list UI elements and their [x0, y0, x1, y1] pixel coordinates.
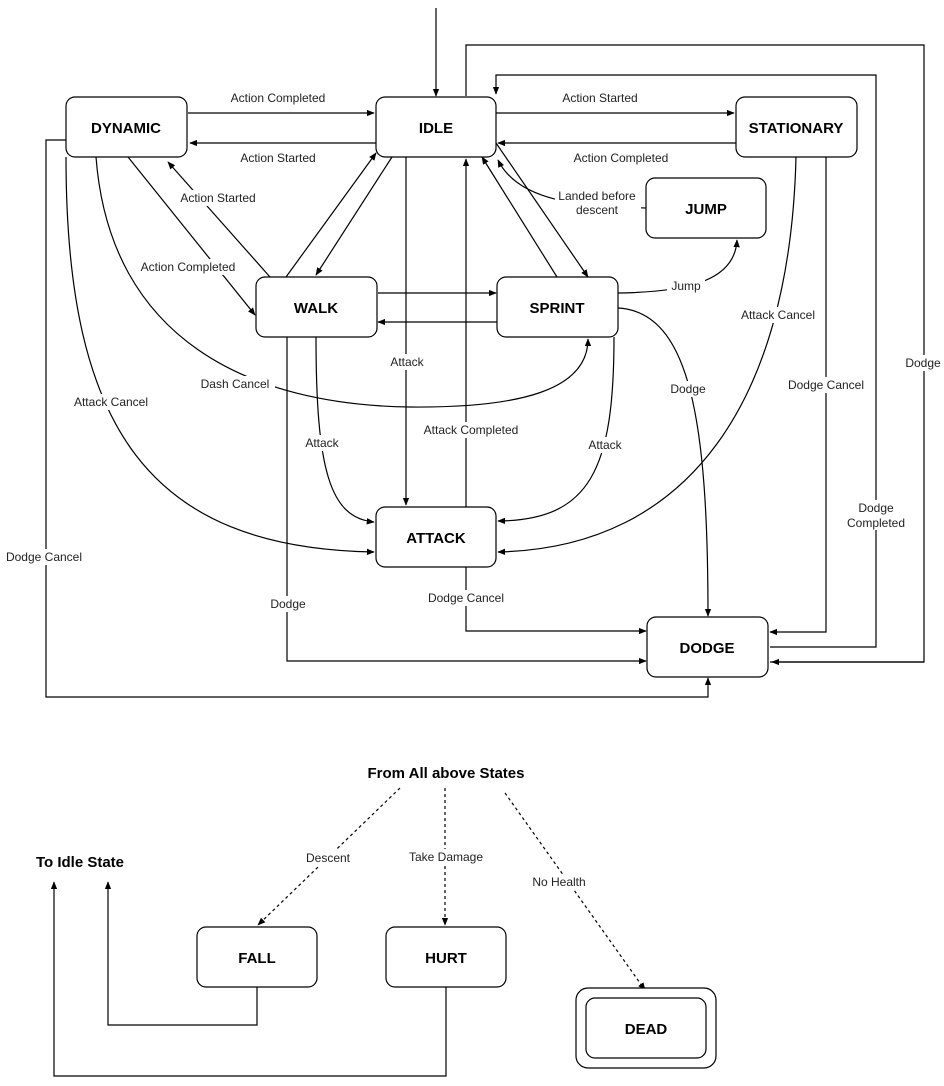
edge-dynamic-dodge	[45, 139, 712, 698]
label-action-completed: Action Completed	[141, 260, 236, 274]
heading-to-idle-state: To Idle State	[36, 854, 124, 871]
state-dead-label: DEAD	[625, 1021, 668, 1038]
label-descent-word: descent	[576, 203, 619, 217]
state-sprint: SPRINT	[496, 276, 619, 338]
label-dodge: Dodge	[858, 501, 894, 515]
label-attack: Attack	[305, 436, 339, 450]
edge-hurt-idle	[50, 881, 447, 1077]
label-dodge-cancel: Dodge Cancel	[6, 550, 82, 564]
state-dead: DEAD	[575, 987, 717, 1069]
label-dodge: Dodge	[270, 597, 306, 611]
edge-dynamic-sprint	[95, 156, 592, 408]
label-descent: Descent	[306, 851, 351, 865]
edge-dynamic-walk	[127, 156, 256, 316]
edge-sprint-idle	[481, 156, 558, 278]
label-dodge: Dodge	[905, 356, 941, 370]
state-idle: IDLE	[375, 96, 497, 158]
label-attack-cancel: Attack Cancel	[741, 308, 815, 322]
edge-labels: Action Completed Action Started Action S…	[0, 89, 944, 612]
label-action-started: Action Started	[180, 191, 255, 205]
edge-stationary-dodge	[769, 157, 827, 636]
edge-attack-dodge	[465, 567, 647, 635]
state-walk: WALK	[255, 276, 378, 338]
state-hurt-label: HURT	[425, 950, 467, 967]
state-dodge: DODGE	[646, 616, 769, 678]
label-no-health: No Health	[532, 875, 585, 889]
edge-dynamic-attack	[65, 156, 375, 556]
edge-walk-idle	[285, 152, 377, 278]
edge-stationary-attack	[497, 156, 797, 556]
edge-idle-sprint	[495, 142, 589, 278]
edge-walk-attack	[315, 336, 375, 525]
label-jump: Jump	[671, 279, 701, 293]
label-attack-completed: Attack Completed	[424, 423, 519, 437]
state-dynamic: DYNAMIC	[65, 96, 188, 158]
state-sprint-label: SPRINT	[529, 300, 584, 317]
state-idle-label: IDLE	[419, 120, 453, 137]
label-completed: Completed	[847, 516, 905, 530]
state-dodge-label: DODGE	[679, 640, 734, 657]
state-walk-label: WALK	[294, 300, 338, 317]
edge-walk-dodge	[286, 337, 647, 665]
edge-fall-idle	[104, 881, 258, 1026]
edge-walk-dynamic	[167, 161, 271, 278]
label-action-completed: Action Completed	[231, 91, 326, 105]
edge-any-dead	[504, 792, 646, 991]
state-fall-label: FALL	[238, 950, 276, 967]
edge-dodge-completed	[492, 74, 877, 648]
label-action-completed: Action Completed	[574, 151, 669, 165]
label-dodge-cancel: Dodge Cancel	[788, 378, 864, 392]
heading-from-all-states: From All above States	[368, 765, 525, 782]
label-take-damage: Take Damage	[409, 850, 483, 864]
label-action-started: Action Started	[240, 151, 315, 165]
label-dodge: Dodge	[670, 382, 706, 396]
state-stationary: STATIONARY	[735, 96, 858, 158]
label-landed-before: Landed before	[558, 189, 636, 203]
edge-sprint-dodge	[617, 307, 712, 617]
label-dodge-cancel: Dodge Cancel	[428, 591, 504, 605]
state-attack-label: ATTACK	[406, 530, 466, 547]
label-attack: Attack	[588, 438, 622, 452]
label-attack-cancel: Attack Cancel	[74, 395, 148, 409]
state-jump-label: JUMP	[685, 201, 727, 218]
state-dynamic-label: DYNAMIC	[91, 120, 161, 137]
state-jump: JUMP	[645, 177, 767, 239]
edge-idle-walk	[315, 156, 393, 276]
state-stationary-label: STATIONARY	[749, 120, 844, 137]
state-attack: ATTACK	[375, 506, 497, 568]
label-attack: Attack	[390, 355, 424, 369]
state-fall: FALL	[196, 926, 318, 988]
state-hurt: HURT	[385, 926, 507, 988]
label-dash-cancel: Dash Cancel	[201, 377, 270, 391]
edge-sprint-attack	[497, 336, 615, 525]
label-action-started: Action Started	[562, 91, 637, 105]
